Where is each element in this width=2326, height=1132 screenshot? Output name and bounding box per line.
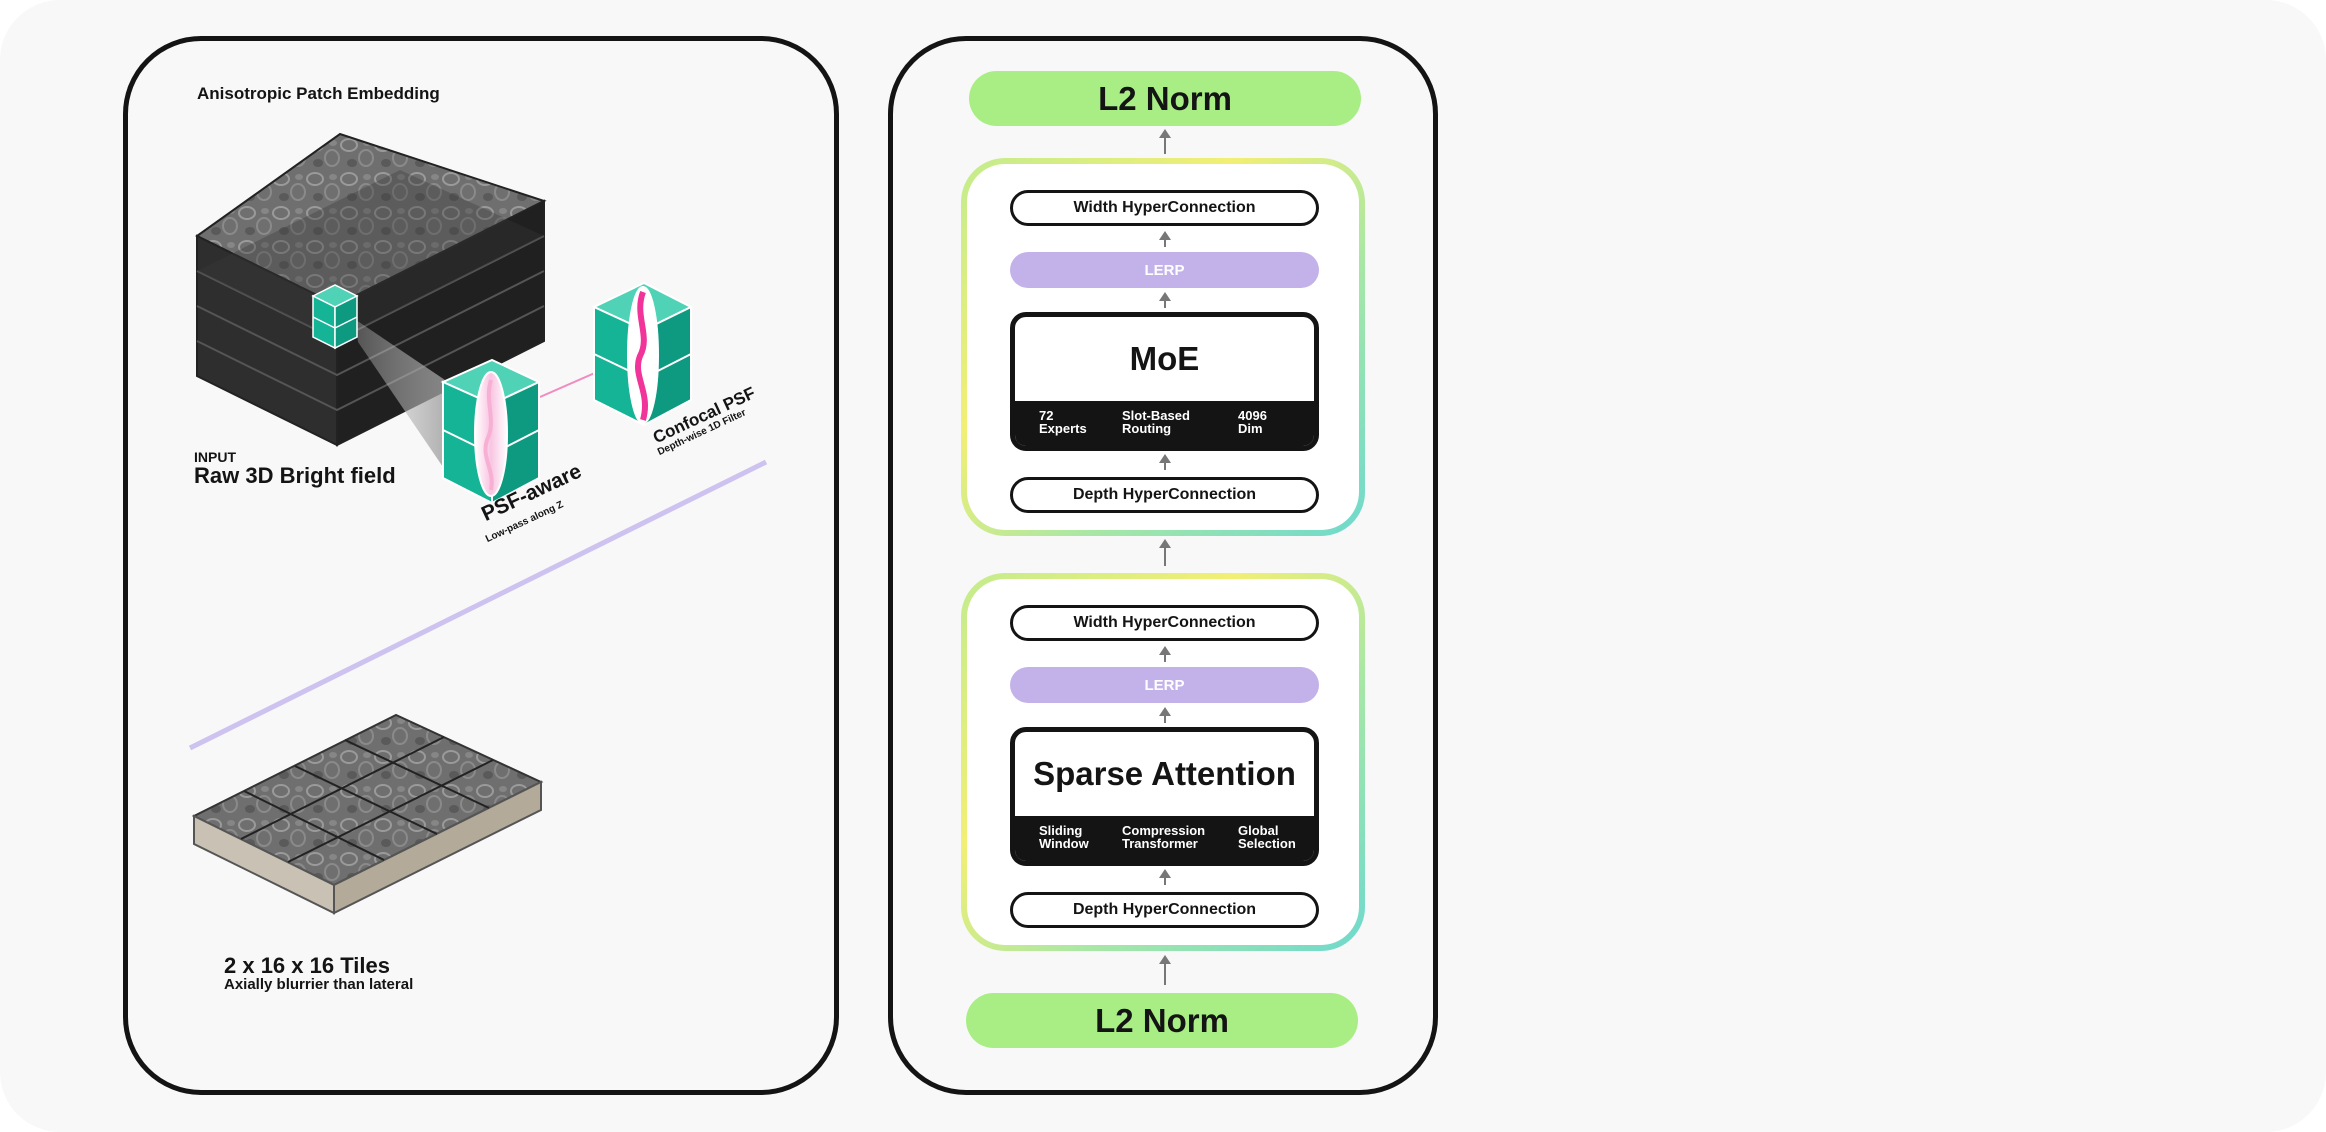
tiles-slab	[191, 713, 544, 915]
arrow-up-icon	[1159, 707, 1171, 723]
arrow-up-icon	[1159, 646, 1171, 662]
psf-aware-column	[440, 358, 542, 505]
arrow-up-icon	[1159, 129, 1171, 154]
attention-feature-global-selection: Global Selection	[1238, 823, 1296, 851]
patch-projection-beam	[356, 320, 445, 470]
bottom-l2-norm: L2 Norm	[966, 993, 1358, 1048]
arrow-up-icon	[1159, 955, 1171, 985]
attention-feature-sliding-window: Sliding Window	[1039, 823, 1089, 851]
attention-width-hyperconnection: Width HyperConnection	[1010, 605, 1319, 641]
attention-depth-hyperconnection: Depth HyperConnection	[1010, 892, 1319, 928]
tiles-label: 2 x 16 x 16 Tiles	[224, 953, 390, 978]
moe-feature-routing: Slot-Based Routing	[1122, 408, 1190, 436]
attention-feature-compression: Compression Transformer	[1122, 823, 1206, 851]
moe-title: MoE	[1129, 340, 1200, 377]
arrow-up-icon	[1159, 292, 1171, 308]
moe-feature-bar: 72 Experts Slot-Based Routing 4096 Dim	[1015, 401, 1314, 446]
attention-lerp: LERP	[1010, 667, 1319, 703]
tiles-sublabel: Axially blurrier than lateral	[224, 976, 414, 993]
section-divider	[188, 459, 768, 751]
input-tag: INPUT	[194, 449, 236, 465]
moe-lerp: LERP	[1010, 252, 1319, 288]
moe-depth-hyperconnection: Depth HyperConnection	[1010, 477, 1319, 513]
confocal-psf-column	[591, 281, 694, 427]
sparse-attention-block: Width HyperConnection LERP Sparse Attent…	[961, 573, 1365, 951]
psf-link-line	[539, 371, 598, 398]
arrow-up-icon	[1159, 869, 1171, 885]
moe-width-hyperconnection: Width HyperConnection	[1010, 190, 1319, 226]
moe-block: Width HyperConnection LERP MoE 72 Expert…	[961, 158, 1365, 536]
sparse-attention-core: Sparse Attention Sliding Window Compress…	[1010, 727, 1319, 866]
slab-right-face	[333, 780, 542, 915]
sparse-attention-title: Sparse Attention	[1033, 755, 1296, 792]
patch-embedding-title: Anisotropic Patch Embedding	[197, 84, 440, 103]
selected-patch-cube	[311, 284, 359, 350]
top-l2-norm: L2 Norm	[969, 71, 1361, 126]
moe-feature-experts: 72 Experts	[1039, 408, 1087, 436]
attention-feature-bar: Sliding Window Compression Transformer G…	[1015, 816, 1314, 861]
arrow-up-icon	[1159, 454, 1171, 470]
arrow-up-icon	[1159, 539, 1171, 566]
moe-feature-dim: 4096 Dim	[1238, 408, 1267, 436]
moe-core: MoE 72 Experts Slot-Based Routing 4096 D…	[1010, 312, 1319, 451]
arrow-up-icon	[1159, 231, 1171, 247]
input-label: Raw 3D Bright field	[194, 463, 396, 488]
